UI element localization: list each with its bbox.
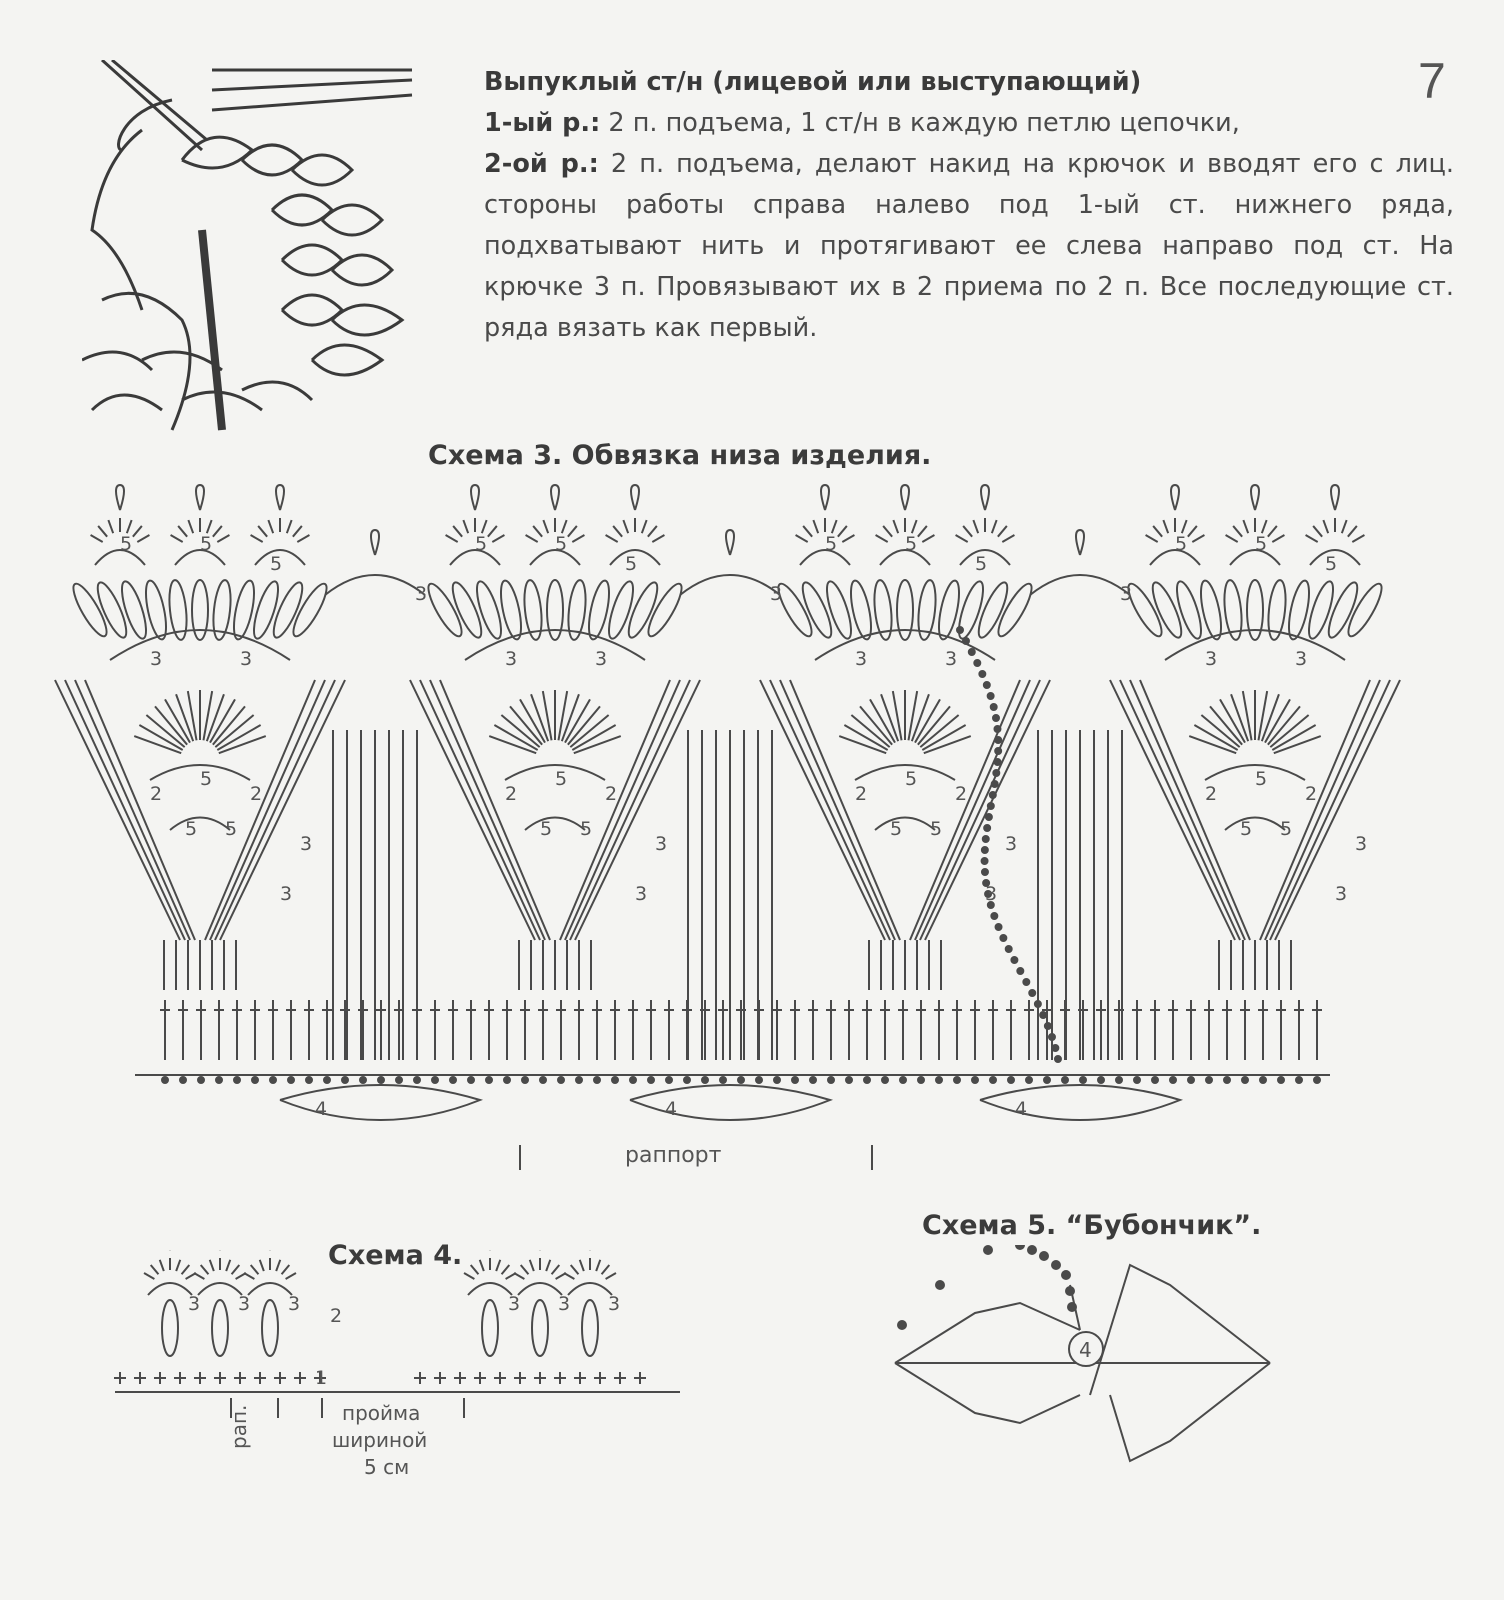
svg-text:3: 3 [655,833,667,855]
svg-text:3: 3 [1005,833,1017,855]
svg-text:3: 3 [855,648,867,670]
scheme5-diagram: 4 [880,1245,1340,1505]
row1-label: 1-ый р.: [484,108,600,138]
svg-text:5: 5 [270,553,282,575]
svg-text:3: 3 [280,883,292,905]
row2-label: 2-ой р.: [484,149,599,179]
svg-text:3: 3 [608,1293,620,1315]
svg-text:3: 3 [1355,833,1367,855]
svg-text:3: 3 [300,833,312,855]
svg-text:5: 5 [185,818,197,840]
svg-text:3: 3 [415,583,427,605]
svg-text:3: 3 [508,1293,520,1315]
svg-text:5: 5 [1325,553,1337,575]
svg-text:5: 5 [930,818,942,840]
svg-text:5: 5 [200,768,212,790]
row1-text: 2 п. подъема, 1 ст/н в каждую петлю цепо… [600,108,1240,138]
svg-text:3: 3 [770,583,782,605]
svg-text:5: 5 [555,533,567,555]
svg-text:5: 5 [540,818,552,840]
svg-text:3: 3 [635,883,647,905]
svg-text:4: 4 [315,1098,327,1120]
svg-text:3: 3 [985,883,997,905]
svg-text:3: 3 [1295,648,1307,670]
svg-text:2: 2 [330,1305,342,1327]
svg-text:5: 5 [1280,818,1292,840]
svg-text:3: 3 [1120,583,1132,605]
svg-text:5: 5 [1255,533,1267,555]
svg-text:2: 2 [1305,783,1317,805]
svg-text:5: 5 [555,768,567,790]
armhole-line3: 5 см [364,1455,409,1479]
svg-text:5: 5 [825,533,837,555]
svg-text:2: 2 [150,783,162,805]
svg-text:4: 4 [665,1098,677,1120]
svg-text:3: 3 [595,648,607,670]
svg-text:2: 2 [955,783,967,805]
svg-text:3: 3 [505,648,517,670]
svg-text:2: 2 [505,783,517,805]
svg-text:3: 3 [945,648,957,670]
svg-text:1: 1 [315,1367,327,1389]
svg-text:2: 2 [1205,783,1217,805]
svg-text:5: 5 [1240,818,1252,840]
svg-text:5: 5 [475,533,487,555]
svg-text:5: 5 [890,818,902,840]
svg-text:5: 5 [225,818,237,840]
svg-text:3: 3 [240,648,252,670]
row2-text: 2 п. подъема, делают накид на крючок и в… [484,149,1454,343]
svg-text:5: 5 [1175,533,1187,555]
scheme3-title: Схема 3. Обвязка низа изделия. [428,440,931,471]
svg-text:5: 5 [625,553,637,575]
svg-text:4: 4 [1015,1098,1027,1120]
svg-text:5: 5 [905,768,917,790]
stitch-description: Выпуклый ст/н (лицевой или выступающий) … [484,62,1454,349]
svg-text:5: 5 [120,533,132,555]
svg-text:5: 5 [200,533,212,555]
svg-text:3: 3 [150,648,162,670]
svg-text:3: 3 [558,1293,570,1315]
svg-text:2: 2 [605,783,617,805]
svg-text:2: 2 [855,783,867,805]
svg-text:3: 3 [288,1293,300,1315]
svg-text:3: 3 [188,1293,200,1315]
svg-text:5: 5 [905,533,917,555]
svg-text:3: 3 [238,1293,250,1315]
armhole-line2: шириной [332,1428,427,1452]
svg-text:5: 5 [1255,768,1267,790]
stitch-heading: Выпуклый ст/н (лицевой или выступающий) [484,67,1141,97]
repeat-label: раппорт [625,1143,722,1168]
center-number: 4 [1079,1338,1092,1362]
svg-text:3: 3 [1205,648,1217,670]
scheme5-title: Схема 5. “Бубончик”. [922,1210,1261,1241]
svg-text:2: 2 [250,783,262,805]
armhole-line1: пройма [342,1401,420,1425]
svg-text:5: 5 [975,553,987,575]
svg-text:3: 3 [1335,883,1347,905]
hook-illustration [82,60,422,436]
svg-text:5: 5 [580,818,592,840]
